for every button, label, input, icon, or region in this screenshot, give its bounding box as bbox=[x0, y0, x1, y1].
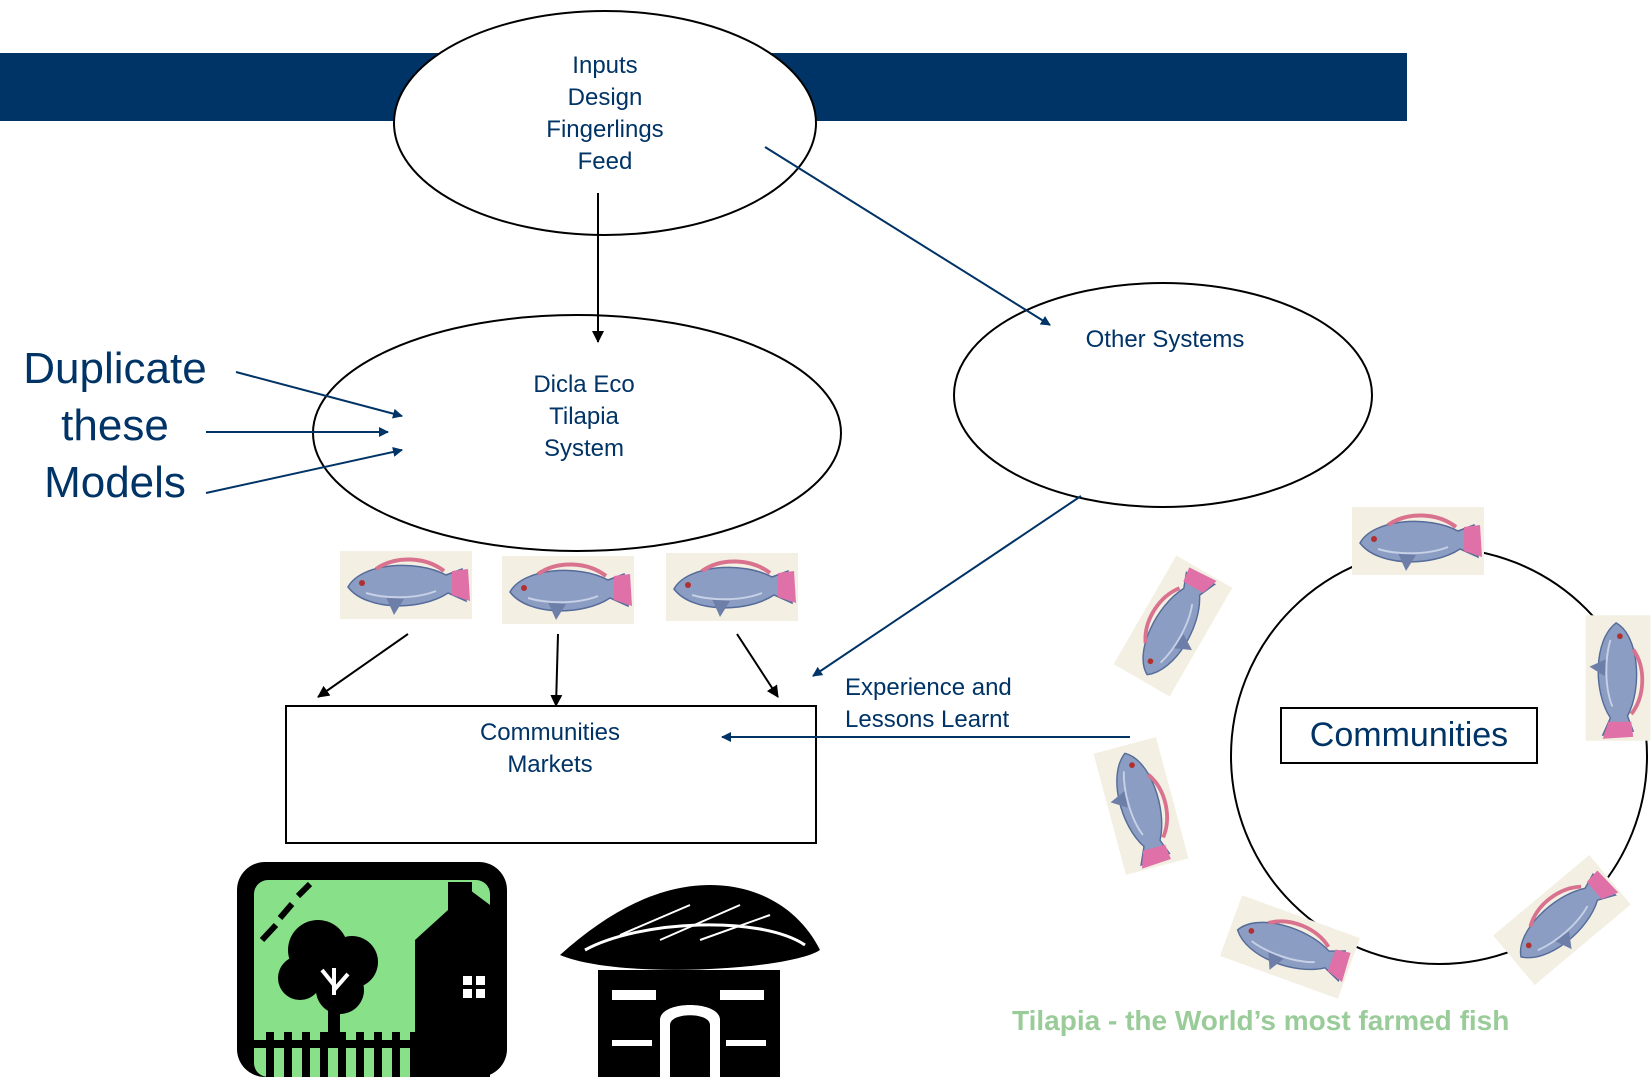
markets-line: Communities bbox=[479, 719, 621, 746]
fish-icon bbox=[1583, 613, 1652, 743]
experience-label: Experience and Lessons Learnt bbox=[845, 672, 1012, 736]
arrow-fish2-to-markets bbox=[550, 633, 563, 707]
dicla-line: Dicla Eco bbox=[533, 371, 635, 398]
markets-box bbox=[285, 705, 817, 844]
fish-icon bbox=[338, 549, 474, 621]
caption: Tilapia - the World’s most farmed fish bbox=[1012, 1005, 1510, 1036]
experience-line: Lessons Learnt bbox=[845, 706, 1010, 733]
duplicate-line: Duplicate bbox=[23, 344, 207, 393]
arrow-duplicate-3 bbox=[205, 447, 403, 494]
village-house-icon bbox=[237, 862, 507, 1077]
other-systems-ellipse bbox=[953, 282, 1373, 508]
duplicate-models-label: Duplicate these Models bbox=[10, 340, 220, 511]
experience-line: Experience and bbox=[845, 674, 1012, 701]
inputs-line: Inputs bbox=[572, 52, 638, 79]
fish-icon bbox=[1218, 893, 1362, 1001]
fish-icon bbox=[1091, 735, 1191, 877]
inputs-line: Design bbox=[567, 84, 643, 111]
arrow-fish3-to-markets bbox=[736, 633, 779, 698]
inputs-line: Fingerlings bbox=[546, 116, 664, 143]
fish-icon bbox=[1350, 505, 1486, 577]
fish-icon bbox=[664, 551, 800, 623]
dicla-node-text: Dicla Eco Tilapia System bbox=[484, 369, 684, 465]
arrow-fish1-to-markets bbox=[317, 633, 409, 698]
duplicate-line: these bbox=[61, 401, 169, 450]
communities-label: Communities bbox=[1280, 707, 1538, 764]
inputs-ellipse bbox=[393, 10, 817, 236]
dicla-line: System bbox=[543, 435, 624, 462]
inputs-node-text: Inputs Design Fingerlings Feed bbox=[505, 50, 705, 178]
fish-icon bbox=[1111, 553, 1235, 699]
dicla-line: Tilapia bbox=[549, 403, 619, 430]
markets-line: Markets bbox=[507, 751, 593, 778]
arrow-inputs-to-other bbox=[764, 146, 1051, 326]
arrow-other-to-markets bbox=[812, 495, 1082, 677]
markets-node-text: Communities Markets bbox=[450, 717, 650, 781]
hut-icon bbox=[560, 885, 820, 1077]
inputs-line: Feed bbox=[577, 148, 633, 175]
other-systems-label: Other Systems bbox=[1085, 326, 1245, 353]
arrow-duplicate-1 bbox=[235, 371, 403, 419]
fish-icon bbox=[500, 554, 636, 626]
duplicate-line: Models bbox=[44, 458, 186, 507]
